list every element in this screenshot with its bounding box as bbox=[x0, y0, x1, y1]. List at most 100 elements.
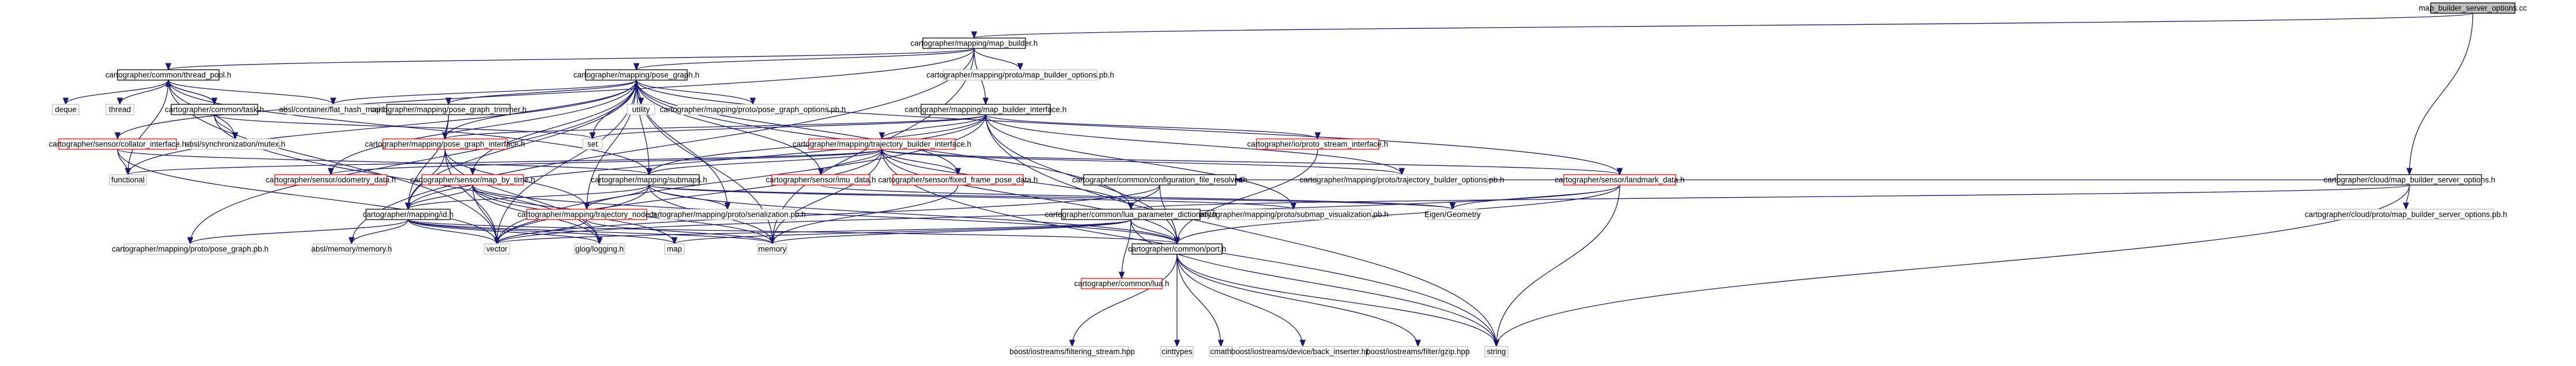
node-pose_graph-label: cartographer/mapping/pose_graph.h bbox=[574, 71, 699, 80]
edge-mb_iface-to-proto_stream bbox=[985, 114, 1318, 139]
edge-traj_node-to-memory bbox=[586, 219, 772, 244]
node-pg_trimmer[interactable]: cartographer/mapping/pose_graph_trimmer.… bbox=[371, 104, 527, 115]
edge-thread_pool-to-thread bbox=[120, 80, 169, 105]
node-pg_iface-label: cartographer/mapping/pose_graph_interfac… bbox=[365, 140, 525, 149]
node-mb_opts_pb-label: cartographer/mapping/proto/map_builder_o… bbox=[926, 71, 1114, 80]
node-submap_vis_pb[interactable]: cartographer/mapping/proto/submap_visual… bbox=[1198, 209, 1389, 220]
node-pg_opts_pb[interactable]: cartographer/mapping/proto/pose_graph_op… bbox=[660, 104, 846, 115]
node-mutex[interactable]: absl/synchronization/mutex.h bbox=[185, 138, 285, 150]
node-lua[interactable]: cartographer/common/lua.h bbox=[1074, 278, 1170, 289]
node-filtering_stream[interactable]: boost/iostreams/filtering_stream.hpp bbox=[1009, 346, 1135, 357]
node-odometry-box bbox=[274, 174, 387, 186]
edge-map_by_time-to-vector bbox=[472, 184, 497, 244]
edge-proto_stream-to-port bbox=[1177, 149, 1318, 244]
node-pose_graph_pb[interactable]: cartographer/mapping/proto/pose_graph.pb… bbox=[112, 243, 269, 255]
edge-thread_pool-to-flat_hash_map bbox=[168, 80, 333, 105]
edge-port-to-string bbox=[1176, 254, 1496, 346]
node-eigen_geometry[interactable]: Eigen/Geometry bbox=[1424, 209, 1481, 220]
node-thread[interactable]: thread bbox=[105, 104, 134, 115]
node-back_inserter[interactable]: boost/iostreams/device/back_inserter.hpp bbox=[1231, 346, 1374, 357]
node-tb_iface[interactable]: cartographer/mapping/trajectory_builder_… bbox=[793, 138, 971, 150]
node-flat_hash_map[interactable]: absl/container/flat_hash_map.h bbox=[279, 104, 387, 115]
node-port[interactable]: cartographer/common/port.h bbox=[1128, 243, 1226, 255]
edge-mb-to-pose_graph bbox=[636, 48, 975, 70]
edge-port-to-filtering_stream bbox=[1072, 254, 1178, 346]
node-mb_iface[interactable]: cartographer/mapping/map_builder_interfa… bbox=[905, 104, 1067, 115]
node-flat_hash_map-box bbox=[286, 104, 380, 115]
node-pg_trimmer-label: cartographer/mapping/pose_graph_trimmer.… bbox=[371, 105, 527, 114]
node-proto_stream[interactable]: cartographer/io/proto_stream_interface.h bbox=[1247, 138, 1389, 150]
edge-mb_iface-to-tb_iface bbox=[882, 114, 986, 139]
edge-mb_iface-to-tb_opts_pb bbox=[985, 114, 1402, 175]
node-serialization_pb[interactable]: cartographer/mapping/proto/serialization… bbox=[649, 209, 806, 220]
node-fixed_frame-label: cartographer/sensor/fixed_frame_pose_dat… bbox=[878, 176, 1038, 184]
node-lua-box bbox=[1081, 278, 1163, 289]
node-mb_opts_pb-box bbox=[943, 69, 1097, 81]
node-string[interactable]: string bbox=[1484, 346, 1508, 357]
node-vector[interactable]: vector bbox=[484, 243, 510, 255]
node-cmath[interactable]: cmath bbox=[1209, 346, 1233, 357]
node-config_resolver[interactable]: cartographer/common/configuration_file_r… bbox=[1072, 174, 1247, 186]
node-utility[interactable]: utility bbox=[627, 104, 655, 115]
edge-mb-to-absl_memory bbox=[352, 48, 975, 244]
node-glog[interactable]: glog/logging.h bbox=[574, 243, 625, 255]
edge-landmark-to-string bbox=[1496, 184, 1620, 346]
node-set-box bbox=[582, 138, 603, 150]
edge-thread_pool-to-submaps bbox=[168, 80, 649, 175]
node-tb_opts_pb[interactable]: cartographer/mapping/proto/trajectory_bu… bbox=[1300, 174, 1504, 186]
node-memory[interactable]: memory bbox=[757, 243, 787, 255]
node-root: map_builder_server_options.cc bbox=[2419, 2, 2527, 14]
node-collator_iface-box bbox=[58, 138, 177, 150]
node-collator_iface[interactable]: cartographer/sensor/collator_interface.h bbox=[49, 138, 187, 150]
node-id[interactable]: cartographer/mapping/id.h bbox=[363, 209, 454, 220]
node-odometry[interactable]: cartographer/sensor/odometry_data.h bbox=[266, 174, 396, 186]
node-lua_dict[interactable]: cartographer/common/lua_parameter_dictio… bbox=[1045, 209, 1217, 220]
node-string-label: string bbox=[1487, 348, 1506, 356]
node-task[interactable]: cartographer/common/task.h bbox=[165, 104, 264, 115]
node-lua_dict-box bbox=[1061, 209, 1201, 220]
edge-tb_iface-to-memory bbox=[772, 149, 882, 244]
node-traj_node-label: cartographer/mapping/trajectory_node.h bbox=[518, 210, 656, 219]
node-landmark[interactable]: cartographer/sensor/landmark_data.h bbox=[1555, 174, 1685, 186]
node-imu[interactable]: cartographer/sensor/imu_data.h bbox=[765, 174, 876, 186]
edge-mb-to-collator_iface bbox=[118, 48, 975, 139]
edge-submaps-to-port bbox=[648, 184, 1177, 244]
edge-mb-to-mb_opts_pb bbox=[974, 48, 1020, 70]
node-map[interactable]: map bbox=[664, 243, 685, 255]
node-cloud_opts_pb-label: cartographer/cloud/proto/map_builder_ser… bbox=[2305, 210, 2507, 219]
node-cloud_opts[interactable]: cartographer/cloud/map_builder_server_op… bbox=[2324, 174, 2495, 186]
node-functional-box bbox=[109, 174, 147, 186]
edge-pose_graph-to-serialization_pb bbox=[636, 80, 727, 209]
edge-pose_graph-to-pg_trimmer bbox=[448, 80, 637, 105]
node-map_by_time[interactable]: cartographer/sensor/map_by_time.h bbox=[410, 174, 535, 186]
node-absl_memory[interactable]: absl/memory/memory.h bbox=[311, 243, 392, 255]
node-cinttypes[interactable]: cinttypes bbox=[1160, 346, 1194, 357]
node-cmath-label: cmath bbox=[1210, 348, 1232, 356]
node-imu-box bbox=[771, 174, 870, 186]
node-cloud_opts-label: cartographer/cloud/map_builder_server_op… bbox=[2324, 176, 2495, 184]
edge-thread_pool-to-functional bbox=[128, 80, 169, 175]
node-cloud_opts-box bbox=[2337, 174, 2482, 186]
node-pose_graph[interactable]: cartographer/mapping/pose_graph.h bbox=[574, 69, 699, 81]
node-functional[interactable]: functional bbox=[109, 174, 147, 186]
node-root-label: map_builder_server_options.cc bbox=[2419, 4, 2527, 13]
node-memory-box bbox=[757, 243, 787, 255]
node-cloud_opts_pb[interactable]: cartographer/cloud/proto/map_builder_ser… bbox=[2305, 209, 2507, 220]
node-mb[interactable]: cartographer/mapping/map_builder.h bbox=[911, 37, 1038, 49]
node-traj_node[interactable]: cartographer/mapping/trajectory_node.h bbox=[518, 209, 656, 220]
node-vector-box bbox=[484, 243, 510, 255]
node-mb_opts_pb[interactable]: cartographer/mapping/proto/map_builder_o… bbox=[926, 69, 1114, 81]
node-set[interactable]: set bbox=[582, 138, 603, 150]
node-submaps[interactable]: cartographer/mapping/submaps.h bbox=[591, 174, 707, 186]
node-glog-label: glog/logging.h bbox=[575, 245, 624, 254]
node-utility-box bbox=[627, 104, 655, 115]
edge-task-to-mutex bbox=[214, 114, 235, 139]
node-thread_pool[interactable]: cartographer/common/thread_pool.h bbox=[105, 69, 231, 81]
node-deque[interactable]: deque bbox=[52, 104, 80, 115]
node-gzip[interactable]: boost/iostreams/filter/gzip.hpp bbox=[1366, 346, 1470, 357]
node-absl_memory-label: absl/memory/memory.h bbox=[311, 245, 392, 254]
node-thread-box bbox=[105, 104, 134, 115]
edge-submaps-to-submap_vis_pb bbox=[648, 184, 1293, 210]
node-pg_iface[interactable]: cartographer/mapping/pose_graph_interfac… bbox=[365, 138, 525, 150]
node-fixed_frame[interactable]: cartographer/sensor/fixed_frame_pose_dat… bbox=[878, 174, 1038, 186]
